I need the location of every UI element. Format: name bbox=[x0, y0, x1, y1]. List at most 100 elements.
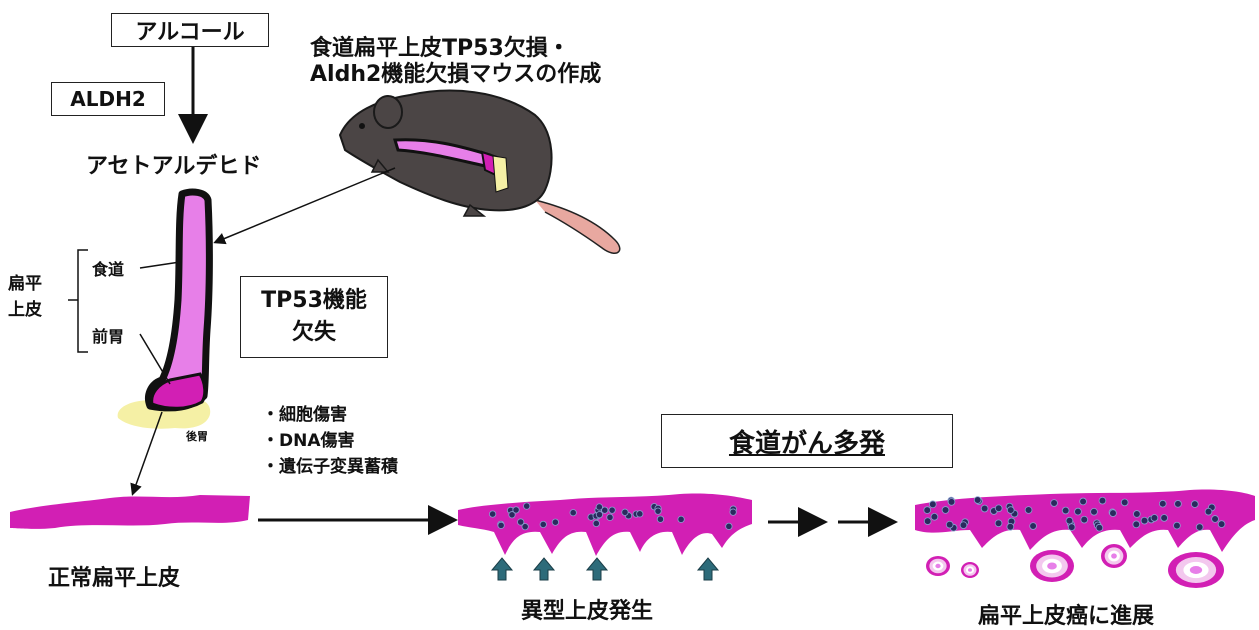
mouse-ear bbox=[373, 95, 403, 129]
dysplasia-strip bbox=[458, 493, 752, 556]
tumor-nest-layer bbox=[1111, 553, 1117, 559]
forestomach-label: 前胃 bbox=[92, 327, 125, 346]
tp53-box: TP53機能 欠失 bbox=[240, 276, 388, 358]
atypical-cell bbox=[677, 515, 685, 523]
tumor-nest-layer bbox=[935, 563, 941, 569]
atypical-cell bbox=[508, 511, 516, 519]
tumor-nest bbox=[926, 556, 950, 576]
tumor-nest bbox=[1030, 550, 1074, 582]
atypical-cell bbox=[729, 508, 737, 516]
mouse-title: 食道扁平上皮TP53欠損・ Aldh2機能欠損マウスの作成 bbox=[310, 36, 601, 88]
damage-list-item: ・DNA傷害 bbox=[262, 431, 355, 451]
atypical-cell bbox=[489, 510, 497, 518]
atypical-cell bbox=[1211, 515, 1219, 523]
tp53-box-line-1: TP53機能 bbox=[261, 288, 367, 313]
atypical-cell bbox=[1079, 497, 1087, 506]
atypical-cell bbox=[1140, 516, 1149, 525]
atypical-cell bbox=[517, 518, 525, 526]
atypical-cell bbox=[1158, 499, 1167, 508]
epithelium-bracket bbox=[68, 249, 88, 353]
damage-list-item: ・細胞傷害 bbox=[262, 405, 347, 425]
atypical-cell bbox=[551, 518, 559, 526]
atypical-cell bbox=[497, 521, 505, 529]
atypical-cell bbox=[1132, 520, 1141, 529]
alcohol-box: アルコール bbox=[111, 13, 269, 47]
esophagus-pointer bbox=[139, 261, 181, 269]
dysplasia-label: 異型上皮発生 bbox=[521, 599, 654, 624]
atypical-cell bbox=[592, 519, 600, 528]
teal-up-arrow bbox=[490, 557, 514, 581]
atypical-cell bbox=[606, 513, 614, 521]
atypical-cell bbox=[512, 506, 520, 514]
mouse-eye bbox=[359, 123, 365, 129]
mouse-foot bbox=[370, 158, 390, 173]
atypical-cell bbox=[959, 521, 968, 529]
atypical-cell bbox=[994, 504, 1003, 513]
atypical-cell bbox=[1090, 508, 1098, 516]
atypical-cell bbox=[608, 506, 616, 514]
atypical-cell bbox=[941, 506, 950, 514]
squamous-epithelium-label: 扁平 上皮 bbox=[8, 271, 42, 323]
multiple-cancer-box: 食道がん多発 bbox=[661, 414, 953, 468]
dysplasia-tissue bbox=[458, 493, 752, 556]
atypical-cell bbox=[1065, 516, 1074, 525]
atypical-cell bbox=[1204, 507, 1213, 516]
damage-list-item: ・遺伝子変異蓄積 bbox=[262, 457, 398, 477]
atypical-cell bbox=[973, 496, 982, 504]
atypical-cell bbox=[994, 519, 1003, 528]
atypical-cell bbox=[595, 503, 603, 511]
atypical-cell bbox=[1006, 522, 1015, 531]
glandular-stomach-label: 後胃 bbox=[186, 430, 208, 443]
atypical-cell bbox=[1150, 514, 1159, 522]
atypical-cell bbox=[725, 522, 733, 530]
atypical-cell bbox=[930, 513, 939, 521]
atypical-cell bbox=[1217, 520, 1226, 528]
tumor-nest bbox=[1101, 544, 1127, 568]
atypical-cell bbox=[1029, 522, 1037, 530]
damage-list: ・細胞傷害 ・DNA傷害 ・遺伝子変異蓄積 bbox=[262, 402, 398, 480]
atypical-cell bbox=[654, 507, 662, 515]
atypical-cell bbox=[523, 502, 531, 510]
mouse-stomach-overlay bbox=[492, 155, 509, 193]
atypical-cell bbox=[923, 506, 932, 514]
acetaldehyde-label: アセトアルデヒド bbox=[86, 154, 262, 179]
tumor-nest-layer bbox=[1047, 562, 1057, 570]
mouse-title-line-2: Aldh2機能欠損マウスの作成 bbox=[310, 62, 602, 87]
tumor-nest-layer bbox=[968, 568, 972, 572]
tumor-nest bbox=[1168, 552, 1224, 588]
aldh2-box: ALDH2 bbox=[51, 82, 165, 116]
esophagus-to-normal-arrow bbox=[130, 411, 163, 496]
progression-label: 扁平上皮癌に進展 bbox=[978, 604, 1155, 629]
atypical-cell bbox=[621, 508, 629, 516]
mouse-illustration bbox=[338, 89, 621, 254]
atypical-cell bbox=[569, 509, 577, 517]
atypical-cell bbox=[656, 515, 665, 523]
atypical-cell bbox=[1061, 506, 1070, 515]
atypical-cell bbox=[1095, 523, 1104, 532]
mouse-to-esophagus-arrow bbox=[213, 167, 396, 245]
atypical-cell bbox=[1109, 509, 1117, 517]
atypical-cell bbox=[945, 520, 954, 529]
atypical-cell bbox=[636, 510, 644, 518]
tumor-nest bbox=[961, 562, 979, 578]
atypical-cell bbox=[923, 517, 932, 525]
teal-up-arrow bbox=[696, 557, 720, 581]
atypical-cell bbox=[1098, 496, 1107, 505]
teal-up-arrow bbox=[532, 557, 556, 581]
atypical-cell bbox=[1191, 500, 1199, 508]
dysplasia-arrows bbox=[490, 557, 720, 581]
mouse-title-line-1: 食道扁平上皮TP53欠損・ bbox=[310, 36, 570, 61]
forestomach-shape bbox=[150, 372, 207, 410]
atypical-cell bbox=[1050, 499, 1058, 507]
forestomach-pointer bbox=[139, 333, 171, 385]
teal-up-arrow bbox=[585, 557, 609, 581]
mouse-foot bbox=[462, 203, 487, 217]
mouse-tail bbox=[534, 199, 621, 254]
tp53-box-line-2: 欠失 bbox=[291, 320, 336, 345]
atypical-cell bbox=[1080, 515, 1089, 524]
squamous-epithelium-label-line-1: 扁平 bbox=[8, 274, 42, 294]
esophagus-illustration bbox=[68, 188, 213, 429]
atypical-cell bbox=[929, 500, 937, 509]
